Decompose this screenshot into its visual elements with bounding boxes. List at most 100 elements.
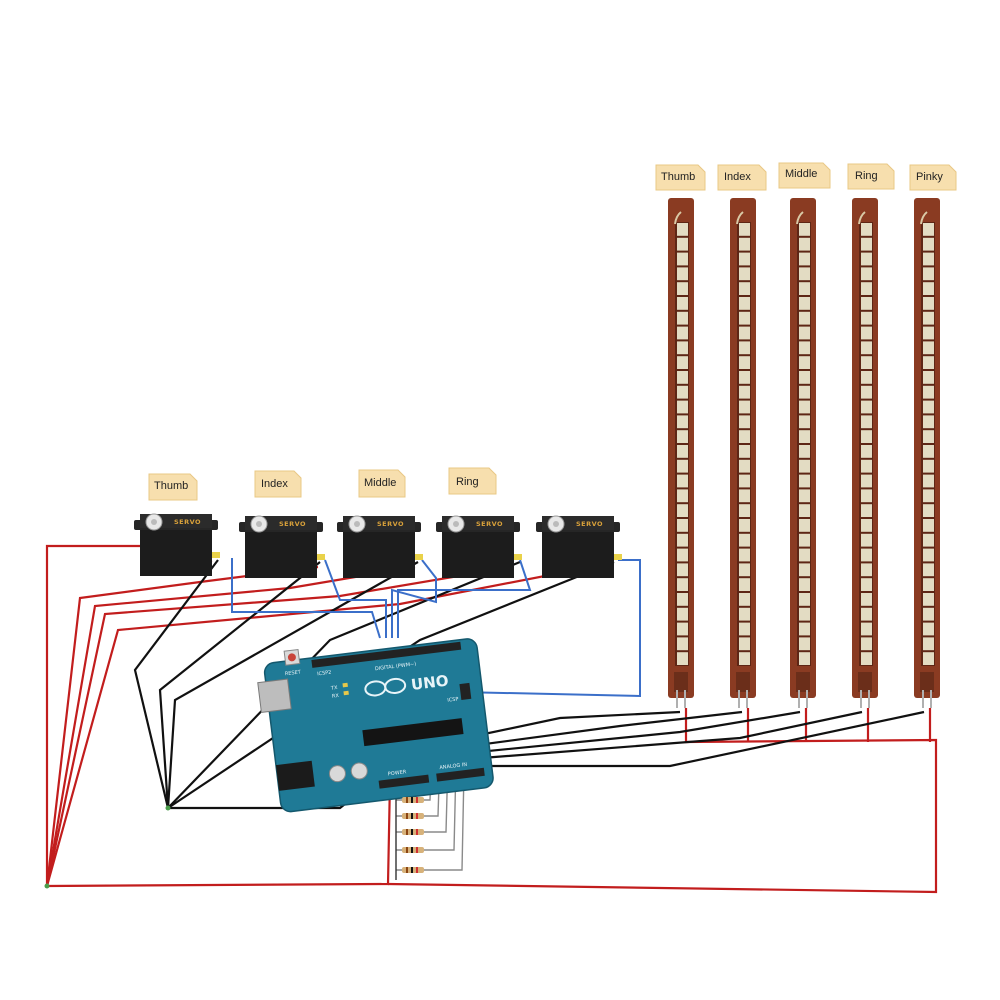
flex-segment <box>677 326 688 340</box>
flex-segment <box>923 356 934 369</box>
board-pcb <box>263 638 494 813</box>
digital-header <box>311 641 462 668</box>
led-rx <box>343 690 349 696</box>
flex-segment <box>739 311 750 325</box>
flex-segment <box>677 504 688 517</box>
note-shape <box>655 164 706 191</box>
flex-segment <box>739 459 750 473</box>
flex-segment <box>739 385 750 399</box>
flex-segment <box>799 489 810 503</box>
flex-segment <box>799 356 810 369</box>
uno-label: UNO <box>410 672 449 694</box>
flex-segment <box>677 519 688 532</box>
flex-label-index: Index <box>724 171 751 183</box>
flex-trace <box>674 211 682 225</box>
icsp-label: ICSP <box>447 696 459 703</box>
servo-label-note: Index <box>254 470 302 498</box>
flex-segment <box>861 326 872 340</box>
reset-label: RESET <box>285 669 303 677</box>
flex-signal-wire <box>455 710 863 762</box>
flex-segment <box>923 415 934 429</box>
flex-segment <box>677 223 688 236</box>
flex-segment <box>861 519 872 532</box>
servo-brand-label: SERVO <box>576 520 603 528</box>
servo-brand-label: SERVO <box>476 520 503 528</box>
resistor-band <box>406 847 408 853</box>
note-shape <box>448 467 497 495</box>
flex-segment <box>923 548 934 562</box>
flex-segment <box>799 341 810 355</box>
power-label: POWER <box>388 769 408 777</box>
flex-segment <box>677 297 688 310</box>
flex-segment <box>739 548 750 562</box>
flex-label-pinky: Pinky <box>916 171 943 183</box>
flex-segment <box>799 504 810 517</box>
flex-segment <box>861 237 872 251</box>
note-shape <box>847 163 895 190</box>
resistor-band <box>416 847 418 853</box>
signal-wire <box>371 559 641 698</box>
servo-signal-wires <box>231 558 641 698</box>
flex-signal-wire <box>464 710 925 768</box>
resistor-band <box>411 813 413 819</box>
flex-terminal <box>858 672 872 692</box>
flex-sensor <box>668 198 694 708</box>
flex-segment <box>677 400 688 414</box>
flex-segment <box>677 282 688 295</box>
flex-segment <box>861 593 872 606</box>
usb-port <box>257 678 292 714</box>
flex-segment <box>799 474 810 488</box>
flex-segment <box>677 533 688 547</box>
power-junction <box>44 883 50 889</box>
resistor-band <box>416 797 418 803</box>
flex-segment <box>861 504 872 517</box>
flex-segment <box>861 385 872 399</box>
flex-sensors <box>668 198 940 708</box>
capacitor <box>328 765 346 783</box>
servo-label-ring: Ring <box>456 476 479 488</box>
flex-trace <box>858 211 866 225</box>
flex-segment <box>923 637 934 651</box>
servo-label-note: Middle <box>358 469 406 498</box>
flex-segment <box>799 533 810 547</box>
wiring <box>45 544 938 894</box>
flex-segment <box>739 563 750 577</box>
flex-segment <box>799 400 810 414</box>
servo-connector <box>614 554 622 560</box>
signal-wire <box>324 559 387 638</box>
flex-segment <box>799 415 810 429</box>
flex-segment <box>739 622 750 636</box>
note-shape <box>778 162 831 189</box>
flex-segment <box>799 652 810 665</box>
flex-segment <box>861 607 872 621</box>
flex-segment <box>739 356 750 369</box>
flex-segment <box>861 223 872 236</box>
ground-wire <box>167 560 521 809</box>
flex-segment <box>739 430 750 443</box>
resistor-band <box>406 829 408 835</box>
flex-segment <box>923 459 934 473</box>
resistor-band <box>411 797 413 803</box>
flex-segment <box>739 637 750 651</box>
ground-junction <box>165 805 171 811</box>
flex-segment <box>677 563 688 577</box>
reset-button-cap <box>287 653 296 662</box>
note-shape <box>148 473 198 501</box>
flex-segment <box>677 652 688 665</box>
signal-wire <box>391 559 437 638</box>
flex-segment <box>923 652 934 665</box>
flex-segment <box>799 519 810 532</box>
tx-label: TX <box>330 685 339 692</box>
resistor <box>402 813 424 819</box>
flex-signal-wire <box>447 710 801 757</box>
flex-trace <box>796 211 804 225</box>
flex-segment <box>799 578 810 591</box>
flex-segment <box>739 267 750 281</box>
flex-segment <box>799 385 810 399</box>
flex-segment <box>677 474 688 488</box>
flex-label-note: Pinky <box>909 164 957 191</box>
resistor <box>402 829 424 835</box>
flex-segment <box>923 297 934 310</box>
flex-segment <box>923 223 934 236</box>
